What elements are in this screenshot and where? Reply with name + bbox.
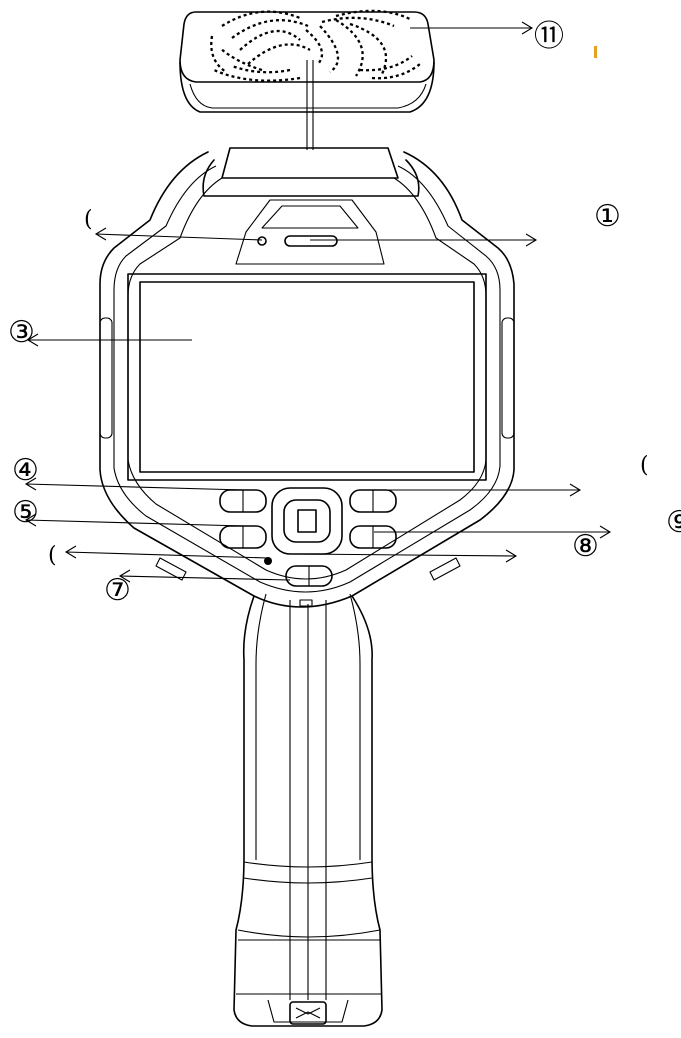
sensor-head — [179, 11, 435, 150]
keypad — [219, 487, 397, 587]
right-upper-key — [349, 489, 397, 513]
device-body — [99, 151, 515, 608]
callout-9: ⑨ — [666, 505, 681, 540]
callout-8: ⑧ — [572, 529, 599, 564]
callout-arrows — [24, 21, 612, 583]
callout-paren-left-camera: ( — [84, 207, 93, 232]
left-lower-key — [219, 525, 267, 549]
callout-3: ③ — [8, 315, 35, 350]
callout-11: ⑪ — [534, 19, 564, 54]
right-lower-key — [349, 525, 397, 549]
speaker-grille — [210, 9, 421, 82]
callout-1: ① — [594, 199, 621, 234]
hood — [202, 147, 420, 265]
callout-labels: ⑪ ( ① ③ ④ ( ⑤ ⑨ ⑧ ( ⑦ — [8, 19, 681, 608]
bottom-key — [285, 565, 333, 587]
callout-paren-left-side: ( — [48, 543, 57, 568]
handle — [233, 593, 383, 1027]
callout-7: ⑦ — [104, 573, 131, 608]
callout-4: ④ — [12, 453, 39, 488]
battery-latch-icon — [289, 1001, 327, 1025]
left-upper-key — [219, 489, 267, 513]
d-pad — [271, 487, 343, 555]
display-screen — [127, 273, 487, 481]
indicator-led — [264, 557, 272, 565]
accent-tick — [594, 46, 597, 58]
callout-paren-right-upper: ( — [640, 453, 649, 478]
callout-5: ⑤ — [12, 495, 39, 530]
